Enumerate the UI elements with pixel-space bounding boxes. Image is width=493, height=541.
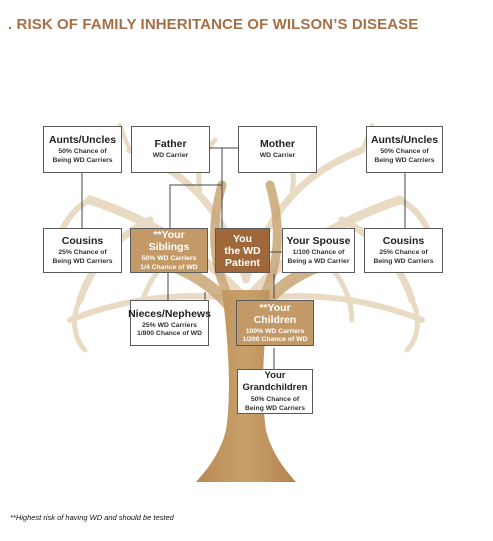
connector-lines [81,147,406,369]
node-name: Aunts/Uncles [370,134,439,146]
node-name: Father [154,138,187,151]
node-name: Cousins [61,235,104,247]
node-name: Your Spouse [286,235,351,247]
footnote: **Highest risk of having WD and should b… [10,513,174,522]
node-name: **Your Children [253,301,297,326]
node-name: Cousins [382,235,425,247]
node-name: **Your Siblings [148,229,190,253]
node-desc: WD Carrier [152,152,189,160]
node-name: Mother [260,138,295,151]
node-name: Your Grandchildren [242,370,308,393]
node-name: Aunts/Uncles [48,134,117,146]
node-name: Nieces/Nephews [128,307,211,320]
mother-box: Mother WD Carrier [238,126,317,173]
node-desc: WD Carrier [259,152,296,160]
diagram-title: . RISK OF FAMILY INHERITANCE OF WILSON’S… [8,16,419,33]
father-box: Father WD Carrier [131,126,210,173]
